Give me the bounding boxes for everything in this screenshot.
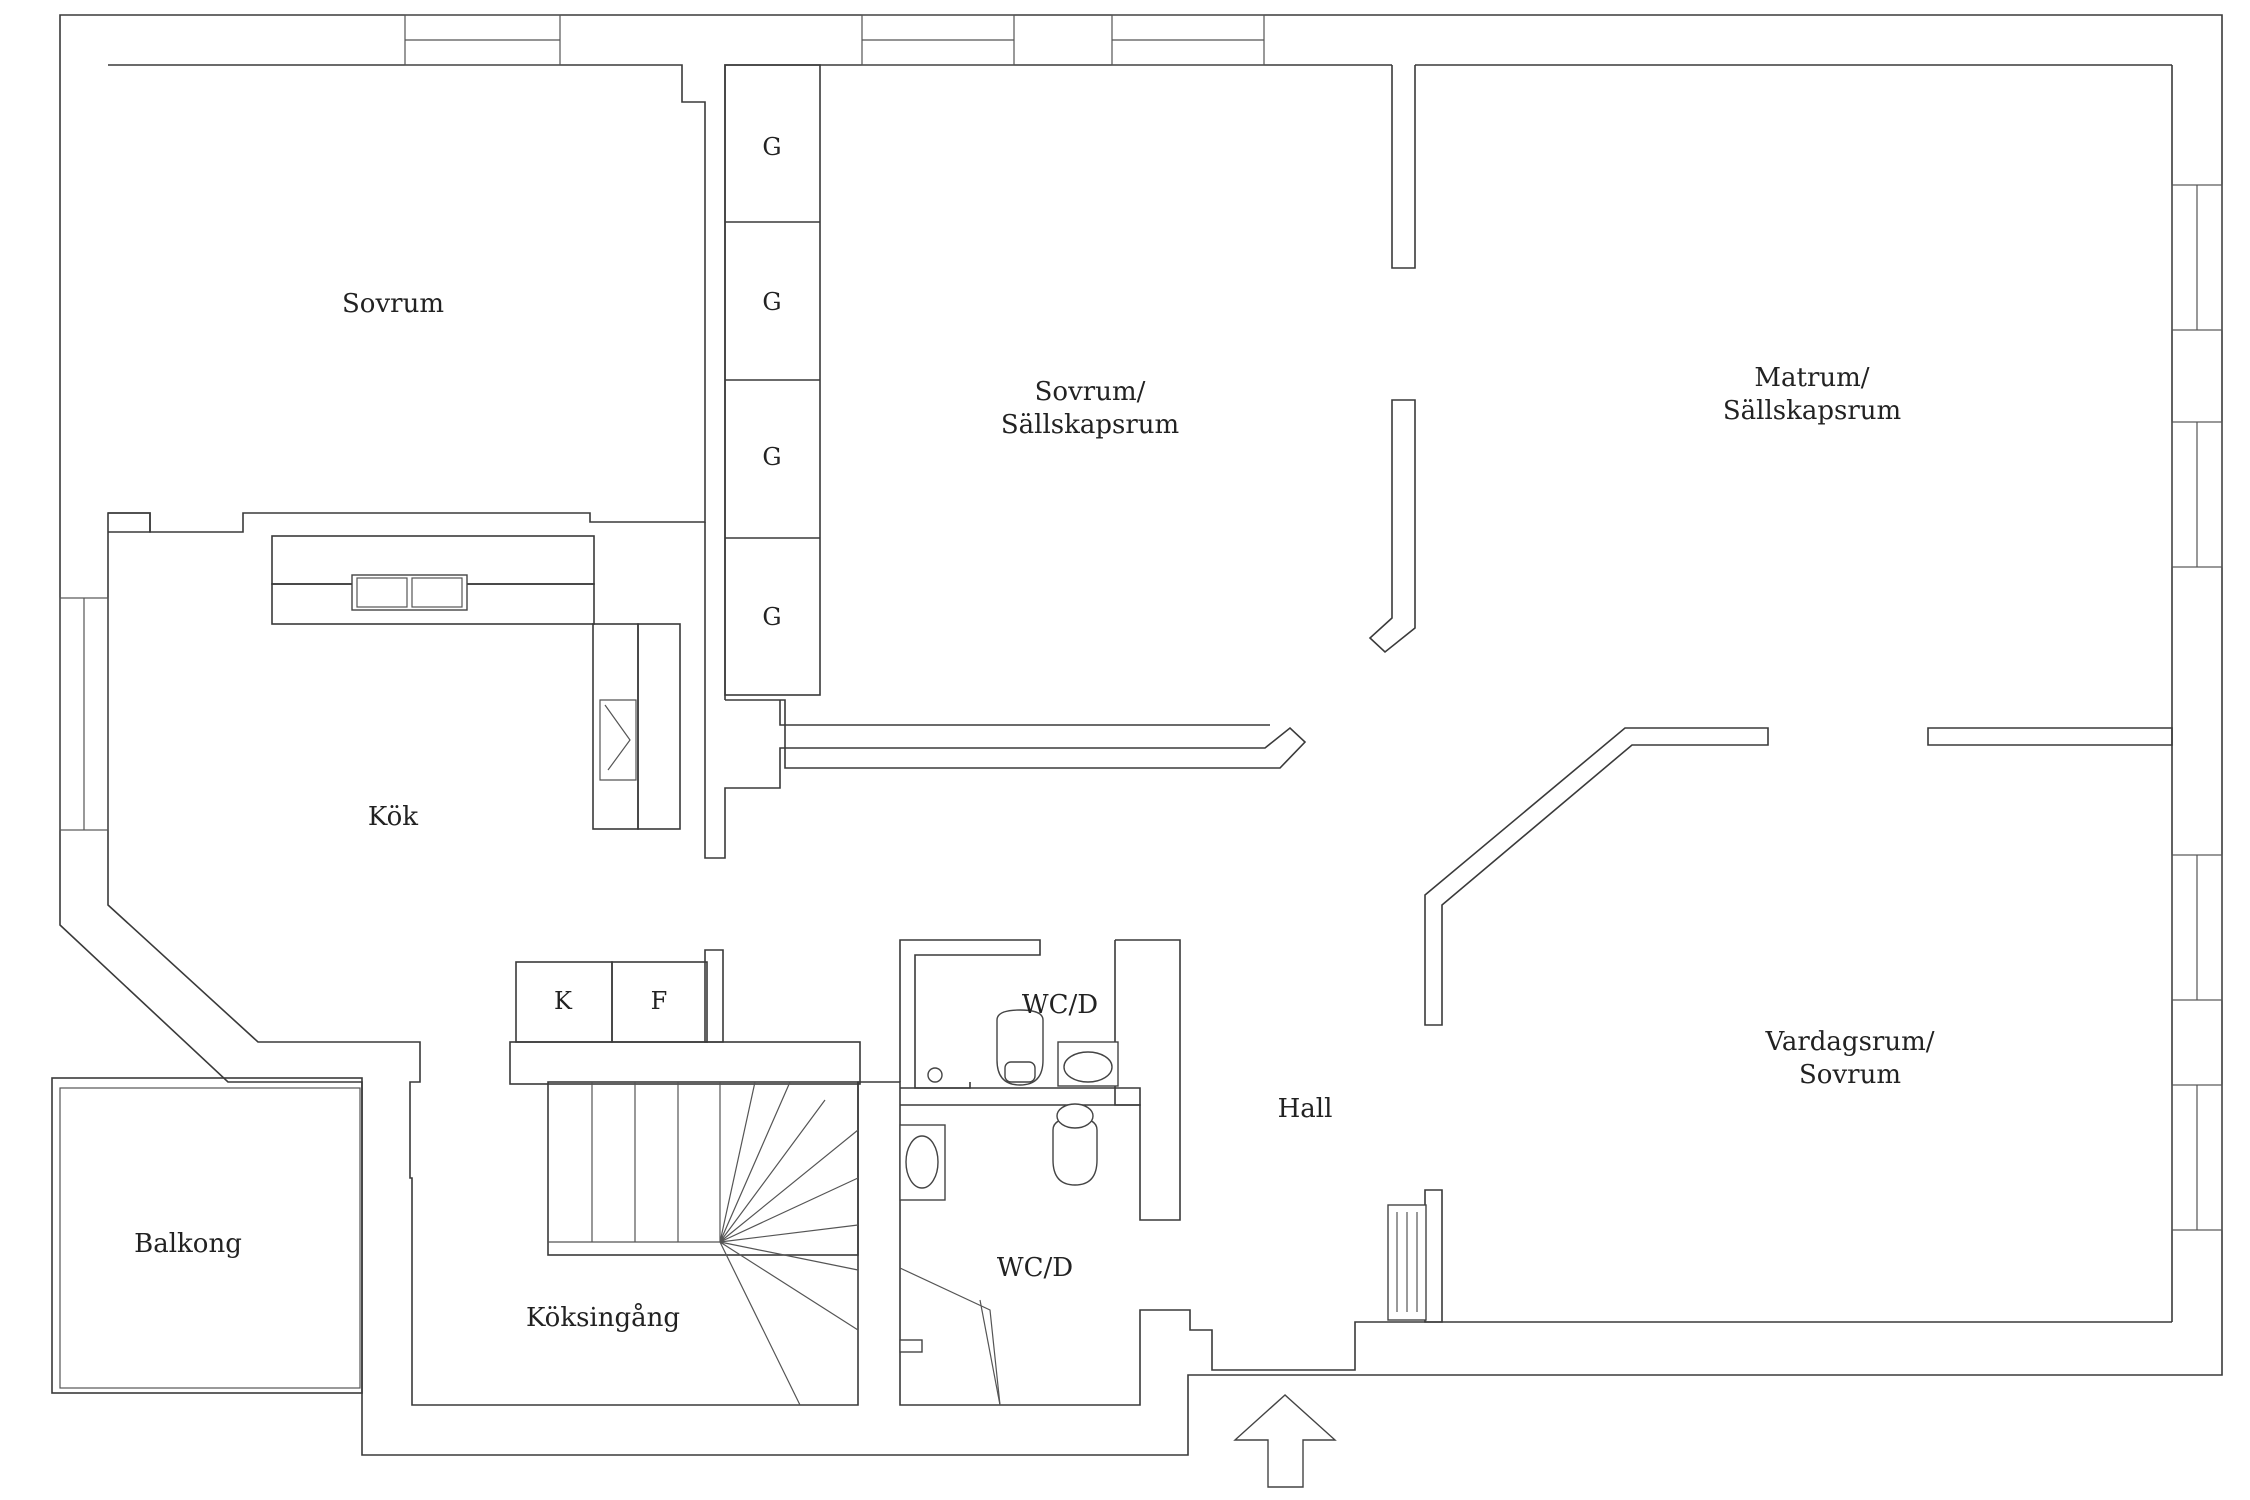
fridge-mark: K (554, 987, 573, 1015)
wardrobe-mark: G (762, 443, 781, 471)
room-label-vardagsrum-line1: Vardagsrum/ (1764, 1027, 1934, 1057)
room-label-koksingang: Köksingång (526, 1302, 680, 1333)
staircase (547, 1081, 859, 1406)
wardrobe-mark: G (762, 603, 781, 631)
sanitary-fixtures (351, 574, 1427, 1353)
wardrobe-mark: G (762, 288, 781, 316)
freezer-mark: F (651, 987, 668, 1015)
room-label-wc-upper: WC/D (1022, 990, 1098, 1020)
room-label-kok: Kök (368, 802, 418, 832)
room-label-matrum-line1: Matrum/ (1754, 363, 1869, 393)
outer-walls (59, 14, 2223, 1456)
wardrobe-mark: G (762, 133, 781, 161)
room-label-balkong: Balkong (134, 1229, 242, 1259)
kitchen-sink-icon (351, 574, 468, 611)
up-arrow-icon (1233, 1394, 1337, 1488)
room-label-hall: Hall (1278, 1094, 1333, 1124)
interior-walls (108, 64, 2173, 1406)
room-label-matrum-line2: Sällskapsrum (1723, 396, 1901, 426)
room-label-wc-lower: WC/D (997, 1253, 1073, 1283)
room-label-sovrum-sallskapsrum-line1: Sovrum/ (1035, 377, 1146, 407)
room-label-vardagsrum-line2: Sovrum (1799, 1060, 1901, 1090)
room-label-sovrum-sallskapsrum-line2: Sällskapsrum (1001, 410, 1179, 440)
balcony (51, 1077, 363, 1394)
room-label-sovrum: Sovrum (342, 289, 444, 319)
